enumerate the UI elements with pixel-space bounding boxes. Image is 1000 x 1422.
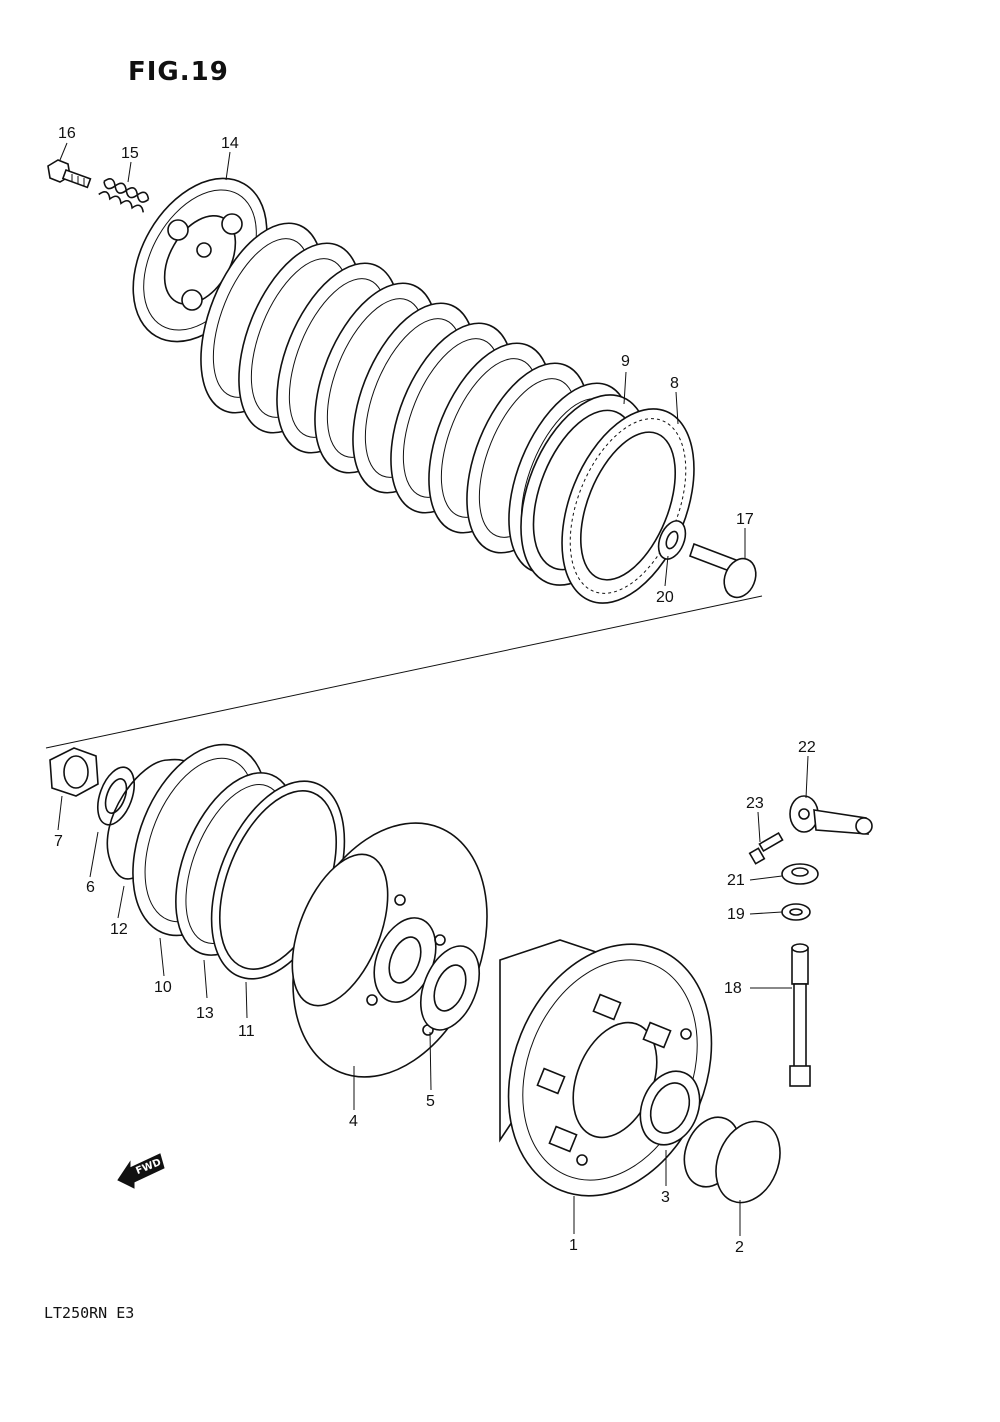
model-label: LT250RN E3 [44, 1304, 134, 1322]
part-23-screw [748, 831, 784, 865]
callout-5: 5 [426, 1093, 435, 1110]
part-5-thrust-washer [419, 945, 481, 1031]
callout-labels: 16 15 14 9 8 17 20 22 23 21 19 18 7 6 12… [54, 125, 816, 1256]
part-19-washer [781, 903, 811, 921]
callout-7: 7 [54, 833, 63, 850]
part-17-push-rod [688, 542, 757, 599]
callout-22: 22 [798, 739, 816, 756]
callout-23: 23 [746, 795, 764, 812]
callout-9: 9 [621, 353, 630, 370]
part-4-clutch-sleeve-hub [291, 822, 488, 1078]
callout-16: 16 [58, 125, 76, 142]
assembly-divider-line [45, 595, 763, 749]
part-3-needle-bearing [639, 1070, 701, 1146]
callout-11: 11 [238, 1023, 255, 1040]
callout-18: 18 [724, 980, 742, 997]
part-21-oil-seal [781, 863, 819, 885]
callout-3: 3 [661, 1189, 670, 1206]
callout-19: 19 [727, 906, 745, 923]
callout-13: 13 [196, 1005, 214, 1022]
callout-17: 17 [736, 511, 754, 528]
callout-15: 15 [121, 145, 139, 162]
part-22-release-arm [789, 795, 873, 835]
part-15-spring [98, 177, 150, 213]
part-6-lock-washer [96, 766, 136, 826]
part-7-nut [49, 747, 99, 797]
callout-12: 12 [110, 921, 128, 938]
part-2-spacer [683, 1116, 781, 1204]
figure-title: FIG.19 [128, 57, 229, 87]
callout-2: 2 [735, 1239, 744, 1256]
callout-8: 8 [670, 375, 679, 392]
part-16-bolt [47, 159, 92, 189]
callout-20: 20 [656, 589, 674, 606]
part-18-release-camshaft [789, 943, 811, 1087]
callout-1: 1 [569, 1237, 578, 1254]
part-20-bearing [657, 520, 687, 560]
callout-21: 21 [727, 872, 745, 889]
callout-4: 4 [349, 1113, 358, 1130]
callout-10: 10 [154, 979, 172, 996]
clutch-plate-stack [200, 222, 632, 574]
callout-6: 6 [86, 879, 95, 896]
fwd-arrow-icon: FWD [117, 1153, 165, 1189]
callout-14: 14 [221, 135, 239, 152]
leader-lines [57, 142, 809, 1236]
